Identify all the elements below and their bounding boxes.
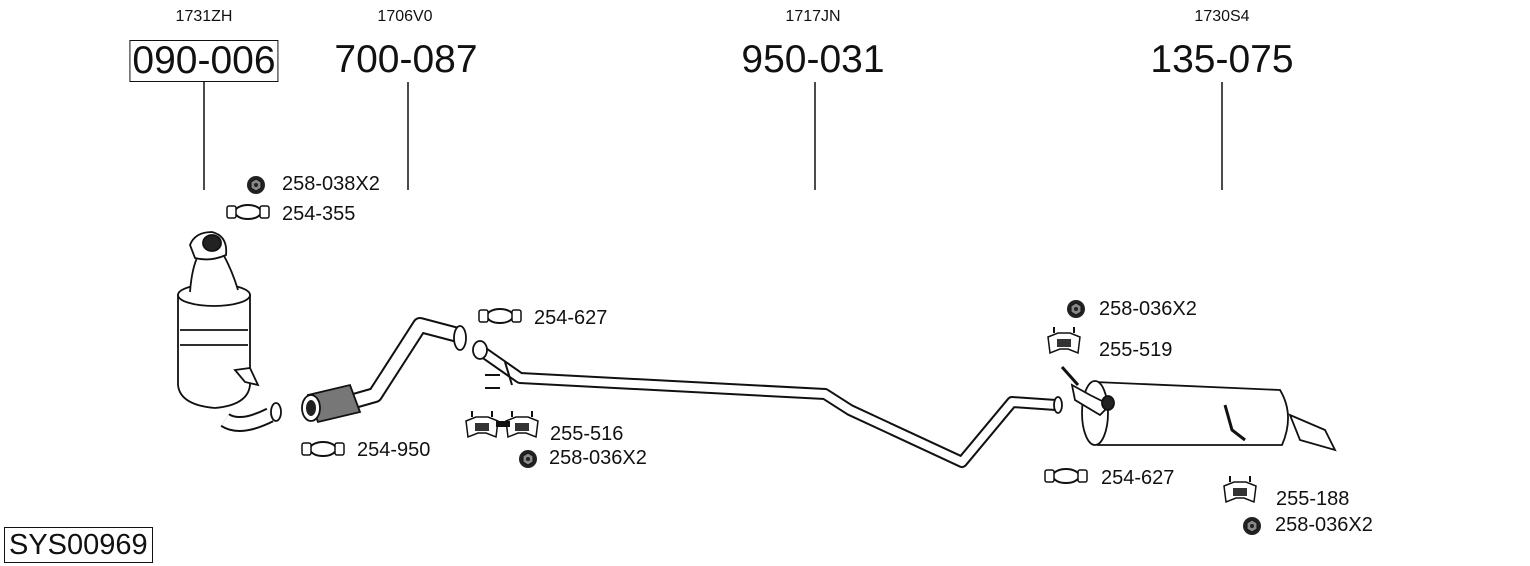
accessory-label[interactable]: 254-355	[282, 203, 356, 225]
nut-icon	[1066, 299, 1086, 319]
clamp-icon	[1044, 468, 1088, 484]
part-number-rear-silencer[interactable]: 135-075	[1150, 38, 1294, 81]
rear-silencer-drawing	[1060, 366, 1337, 452]
accessory-label[interactable]: 254-950	[357, 439, 431, 461]
accessory-label[interactable]: 254-627	[534, 307, 608, 329]
accessory-label[interactable]: 255-519	[1099, 339, 1173, 361]
nut-icon	[1242, 516, 1262, 536]
clamp-icon	[226, 204, 270, 220]
assembly-id: SYS00969	[4, 527, 153, 563]
hanger-icon	[465, 410, 499, 438]
part-number-catalytic-converter[interactable]: 090-006	[129, 40, 279, 82]
catalytic-converter-drawing	[177, 231, 282, 432]
hanger-icon	[505, 410, 539, 438]
middle-pipe-drawing	[472, 340, 1063, 468]
part-number-front-pipe[interactable]: 700-087	[334, 38, 478, 81]
oem-code: 1717JN	[785, 8, 841, 25]
hanger-icon	[1047, 326, 1081, 354]
front-pipe-drawing	[301, 317, 467, 424]
part-number-middle-pipe[interactable]: 950-031	[741, 38, 885, 81]
accessory-label[interactable]: 255-188	[1276, 488, 1350, 510]
accessory-label[interactable]: 258-036X2	[549, 447, 647, 469]
accessory-label[interactable]: 255-516	[550, 423, 624, 445]
nut-icon	[518, 449, 538, 469]
leader-lines	[203, 82, 1223, 190]
accessory-label[interactable]: 254-627	[1101, 467, 1175, 489]
clamp-icon	[478, 308, 522, 324]
accessory-label[interactable]: 258-036X2	[1275, 514, 1373, 536]
nut-icon	[246, 175, 266, 195]
oem-code: 1730S4	[1194, 8, 1250, 25]
hanger-icon	[1223, 475, 1257, 503]
oem-code: 1706V0	[377, 8, 433, 25]
accessory-label[interactable]: 258-036X2	[1099, 298, 1197, 320]
oem-code: 1731ZH	[175, 8, 233, 25]
clamp-icon	[301, 441, 345, 457]
accessory-label[interactable]: 258-038X2	[282, 173, 380, 195]
